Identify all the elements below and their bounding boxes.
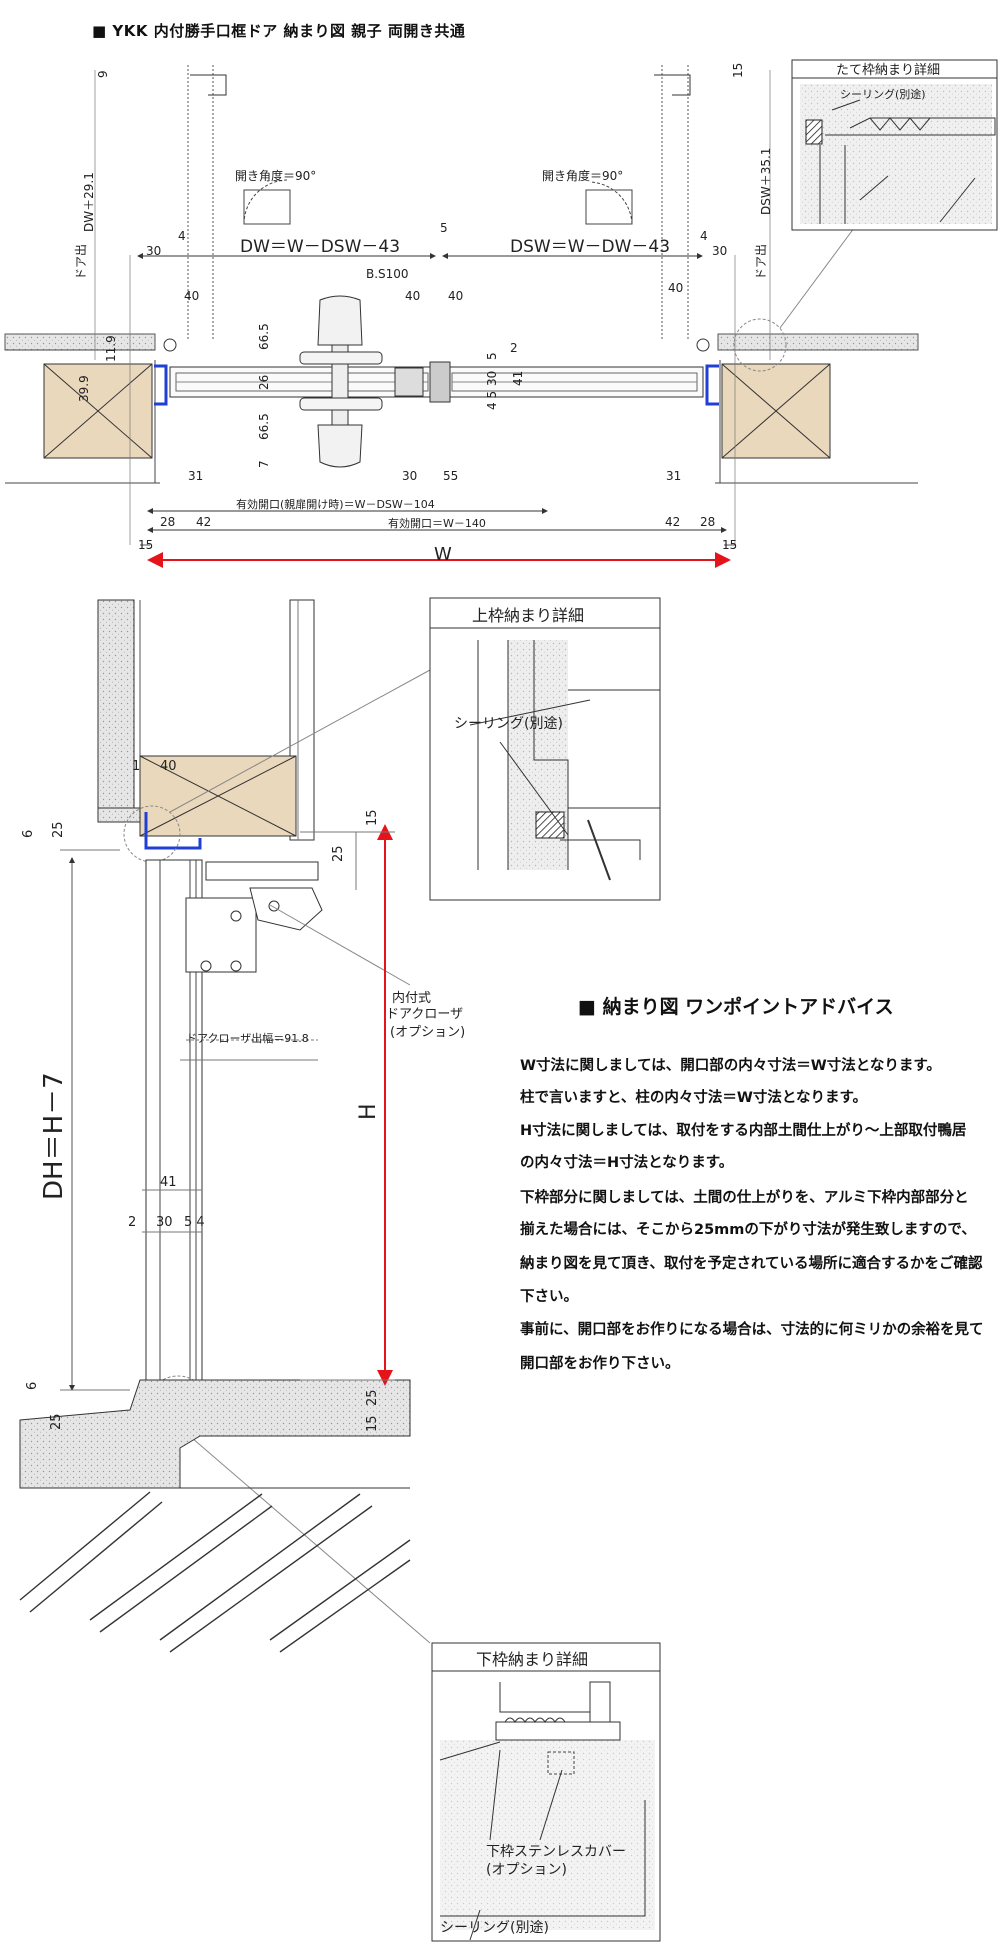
dim-30-bottom: 30 xyxy=(402,469,417,483)
lower-detail-cover: 下枠ステンレスカバー xyxy=(486,1844,626,1860)
dim-30-side: 30 xyxy=(485,371,499,386)
dim-28-right: 28 xyxy=(700,515,715,529)
closer-width-label: ドアクローザ出幅＝91.8 xyxy=(186,1031,309,1045)
open-angle-left xyxy=(243,179,291,225)
effective-opening-total: 有効開口＝W－140 xyxy=(388,516,486,530)
open-angle-right-label: 開き角度＝90° xyxy=(542,168,623,183)
h-dimension: H xyxy=(356,1103,381,1120)
advice-line: の内々寸法＝H寸法となります。 xyxy=(520,1155,734,1171)
advice-line: 下枠部分に関しましては、土間の仕上がりを、アルミ下枠内部部分と xyxy=(520,1190,969,1206)
sec-dim-54: 5 4 xyxy=(184,1215,205,1230)
lower-detail-option: (オプション) xyxy=(486,1862,567,1878)
dim-55: 55 xyxy=(443,469,458,483)
tate-detail-panel xyxy=(791,59,998,231)
tate-detail-title: たて枠納まり詳細 xyxy=(836,62,940,78)
advice-line: 納まり図を見て頂き、取付を予定されている場所に適合するかをご確認 xyxy=(520,1256,983,1272)
dw-plus-label: DW＋29.1 xyxy=(82,172,96,232)
dim-31-left: 31 xyxy=(188,469,203,483)
dim-11: 11.9 xyxy=(104,335,118,362)
dsw-plus-label: DSW＋35.1 xyxy=(759,148,773,215)
dim-4-right: 4 xyxy=(700,229,708,243)
dim-15-top: 15 xyxy=(731,63,745,78)
dsw-formula: DSW＝W－DW－43 xyxy=(510,237,670,257)
upper-detail-title: 上枠納まり詳細 xyxy=(472,606,584,625)
dim-5-side: 5 xyxy=(485,352,499,360)
door-out-right: ドア出 xyxy=(754,244,768,280)
effective-opening-parent: 有効開口(親扉開け時)＝W－DSW－104 xyxy=(236,497,435,511)
dim-45: 4 5 xyxy=(485,391,499,410)
sec-dim-25-bottom-right: 25 xyxy=(365,1389,380,1406)
sec-dim-2: 2 xyxy=(128,1215,136,1230)
lower-detail-sealing: シーリング(別途) xyxy=(440,1919,549,1936)
dim-41: 41 xyxy=(511,371,525,386)
advice-line: H寸法に関しましては、取付をする内部土間仕上がり～上部取付鴨居 xyxy=(520,1123,967,1139)
dim-26: 26 xyxy=(257,375,271,390)
wood-post-right xyxy=(721,363,831,459)
advice-line: 事前に、開口部をお作りになる場合は、寸法的に何ミリかの余裕を見て xyxy=(520,1322,984,1338)
lower-detail-title: 下枠納まり詳細 xyxy=(476,1650,588,1669)
dim-9: 9 xyxy=(96,70,110,78)
advice-line: W寸法に関しましては、開口部の内々寸法＝W寸法となります。 xyxy=(520,1058,941,1074)
dim-40-left: 40 xyxy=(184,289,199,303)
dim-30-left: 30 xyxy=(146,244,161,258)
dw-formula: DW＝W－DSW－43 xyxy=(240,237,400,257)
upper-detail-sealing: シーリング(別途) xyxy=(454,715,563,732)
closer-label-2: ドアクローザ xyxy=(386,1007,463,1022)
wood-post-left xyxy=(43,363,153,459)
page-title: ■ YKK 内付勝手口框ドア 納まり図 親子 両開き共通 xyxy=(92,22,466,40)
sec-dim-15-bottom: 15 xyxy=(365,1415,380,1432)
plan-view xyxy=(4,65,919,568)
advice-line: 下さい。 xyxy=(520,1289,578,1305)
closer-label-3: (オプション) xyxy=(390,1025,465,1040)
sec-dim-1: 1 xyxy=(132,759,140,774)
sec-dim-40: 40 xyxy=(160,759,177,774)
door-out-left: ドア出 xyxy=(74,244,88,280)
section-view xyxy=(19,599,431,1653)
dim-2: 2 xyxy=(510,341,518,355)
dim-31-right: 31 xyxy=(666,469,681,483)
sec-dim-6-top: 6 xyxy=(21,830,36,838)
dh-formula: DH＝H－7 xyxy=(39,1072,69,1200)
advice-line: 柱で言いますと、柱の内々寸法＝W寸法となります。 xyxy=(520,1090,868,1106)
dim-66-bottom: 66.5 xyxy=(257,413,271,440)
dim-7: 7 xyxy=(257,460,271,468)
advice-line: 揃えた場合には、そこから25mmの下がり寸法が発生致しますので、 xyxy=(520,1222,976,1238)
bs-label: B.S100 xyxy=(366,267,409,281)
tate-detail-sealing: シーリング(別途) xyxy=(840,87,926,101)
dim-4-left: 4 xyxy=(178,229,186,243)
door-knob xyxy=(299,295,383,468)
sec-dim-25-top: 25 xyxy=(51,821,66,838)
dim-66-top: 66.5 xyxy=(257,323,271,350)
dim-42-left: 42 xyxy=(196,515,211,529)
dim-40-center-a: 40 xyxy=(405,289,420,303)
w-dimension: W xyxy=(434,544,452,565)
open-angle-left-label: 開き角度＝90° xyxy=(235,168,316,183)
advice-line: 開口部をお作り下さい。 xyxy=(520,1356,680,1372)
sec-dim-41: 41 xyxy=(160,1175,177,1190)
sec-dim-6-bottom: 6 xyxy=(25,1382,40,1390)
dim-40-right: 40 xyxy=(668,281,683,295)
wood-head xyxy=(139,755,297,837)
advice-title: ■ 納まり図 ワンポイントアドバイス xyxy=(578,996,894,1018)
dim-40-center-b: 40 xyxy=(448,289,463,303)
dim-5-top: 5 xyxy=(440,221,448,235)
sec-dim-25-closer: 25 xyxy=(331,845,346,862)
dim-28-left: 28 xyxy=(160,515,175,529)
dim-30-right: 30 xyxy=(712,244,727,258)
closer-label-1: 内付式 xyxy=(392,990,431,1006)
dim-39: 39.9 xyxy=(77,375,91,402)
sec-dim-15-top: 15 xyxy=(365,809,380,826)
open-angle-right xyxy=(585,181,633,225)
upper-detail-panel xyxy=(429,597,661,901)
door-closer xyxy=(185,861,411,986)
sec-dim-30: 30 xyxy=(156,1215,173,1230)
dim-42-right: 42 xyxy=(665,515,680,529)
dim-15-right: 15 xyxy=(722,538,737,552)
lower-detail-panel xyxy=(431,1642,661,1942)
dim-15-left: 15 xyxy=(138,538,153,552)
sec-dim-25-bottom-left: 25 xyxy=(49,1413,64,1430)
